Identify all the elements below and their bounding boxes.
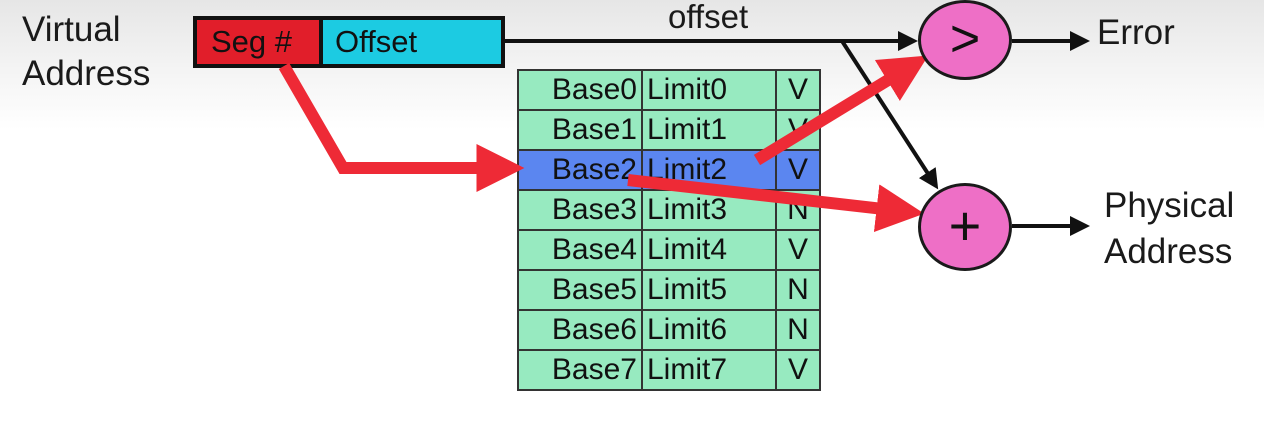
seg-number-field: Seg # — [197, 20, 323, 64]
physical-address-label: Physical Address — [1104, 186, 1235, 271]
base-cell: Base0 — [517, 69, 643, 111]
limit-to-comparator-arrow — [753, 55, 929, 166]
base-cell: Base2 — [517, 149, 643, 191]
valid-cell: V — [775, 229, 821, 271]
offset-field: Offset — [323, 20, 501, 64]
base-cell: Base1 — [517, 109, 643, 151]
adder-circle: + — [918, 183, 1012, 271]
virtual-address-label: Virtual Address — [22, 10, 151, 93]
valid-cell: N — [775, 269, 821, 311]
base-cell: Base5 — [517, 269, 643, 311]
valid-cell: N — [775, 309, 821, 351]
limit-cell: Limit1 — [641, 109, 777, 151]
valid-cell: V — [775, 149, 821, 191]
valid-cell: V — [775, 349, 821, 391]
base-cell: Base7 — [517, 349, 643, 391]
limit-cell: Limit6 — [641, 309, 777, 351]
seg-lookup-arrow — [278, 62, 525, 192]
limit-cell: Limit7 — [641, 349, 777, 391]
virtual-address-box: Seg # Offset — [193, 16, 505, 68]
base-to-adder-arrow — [627, 174, 925, 233]
offset-to-adder-arrow — [840, 39, 939, 190]
limit-cell: Limit5 — [641, 269, 777, 311]
error-label: Error — [1097, 13, 1175, 52]
offset-label: offset — [668, 0, 749, 35]
limit-cell: Limit0 — [641, 69, 777, 111]
base-cell: Base6 — [517, 309, 643, 351]
valid-cell: V — [775, 69, 821, 111]
limit-cell: Limit4 — [641, 229, 777, 271]
comparator-circle: > — [918, 0, 1012, 80]
base-cell: Base4 — [517, 229, 643, 271]
base-cell: Base3 — [517, 189, 643, 231]
